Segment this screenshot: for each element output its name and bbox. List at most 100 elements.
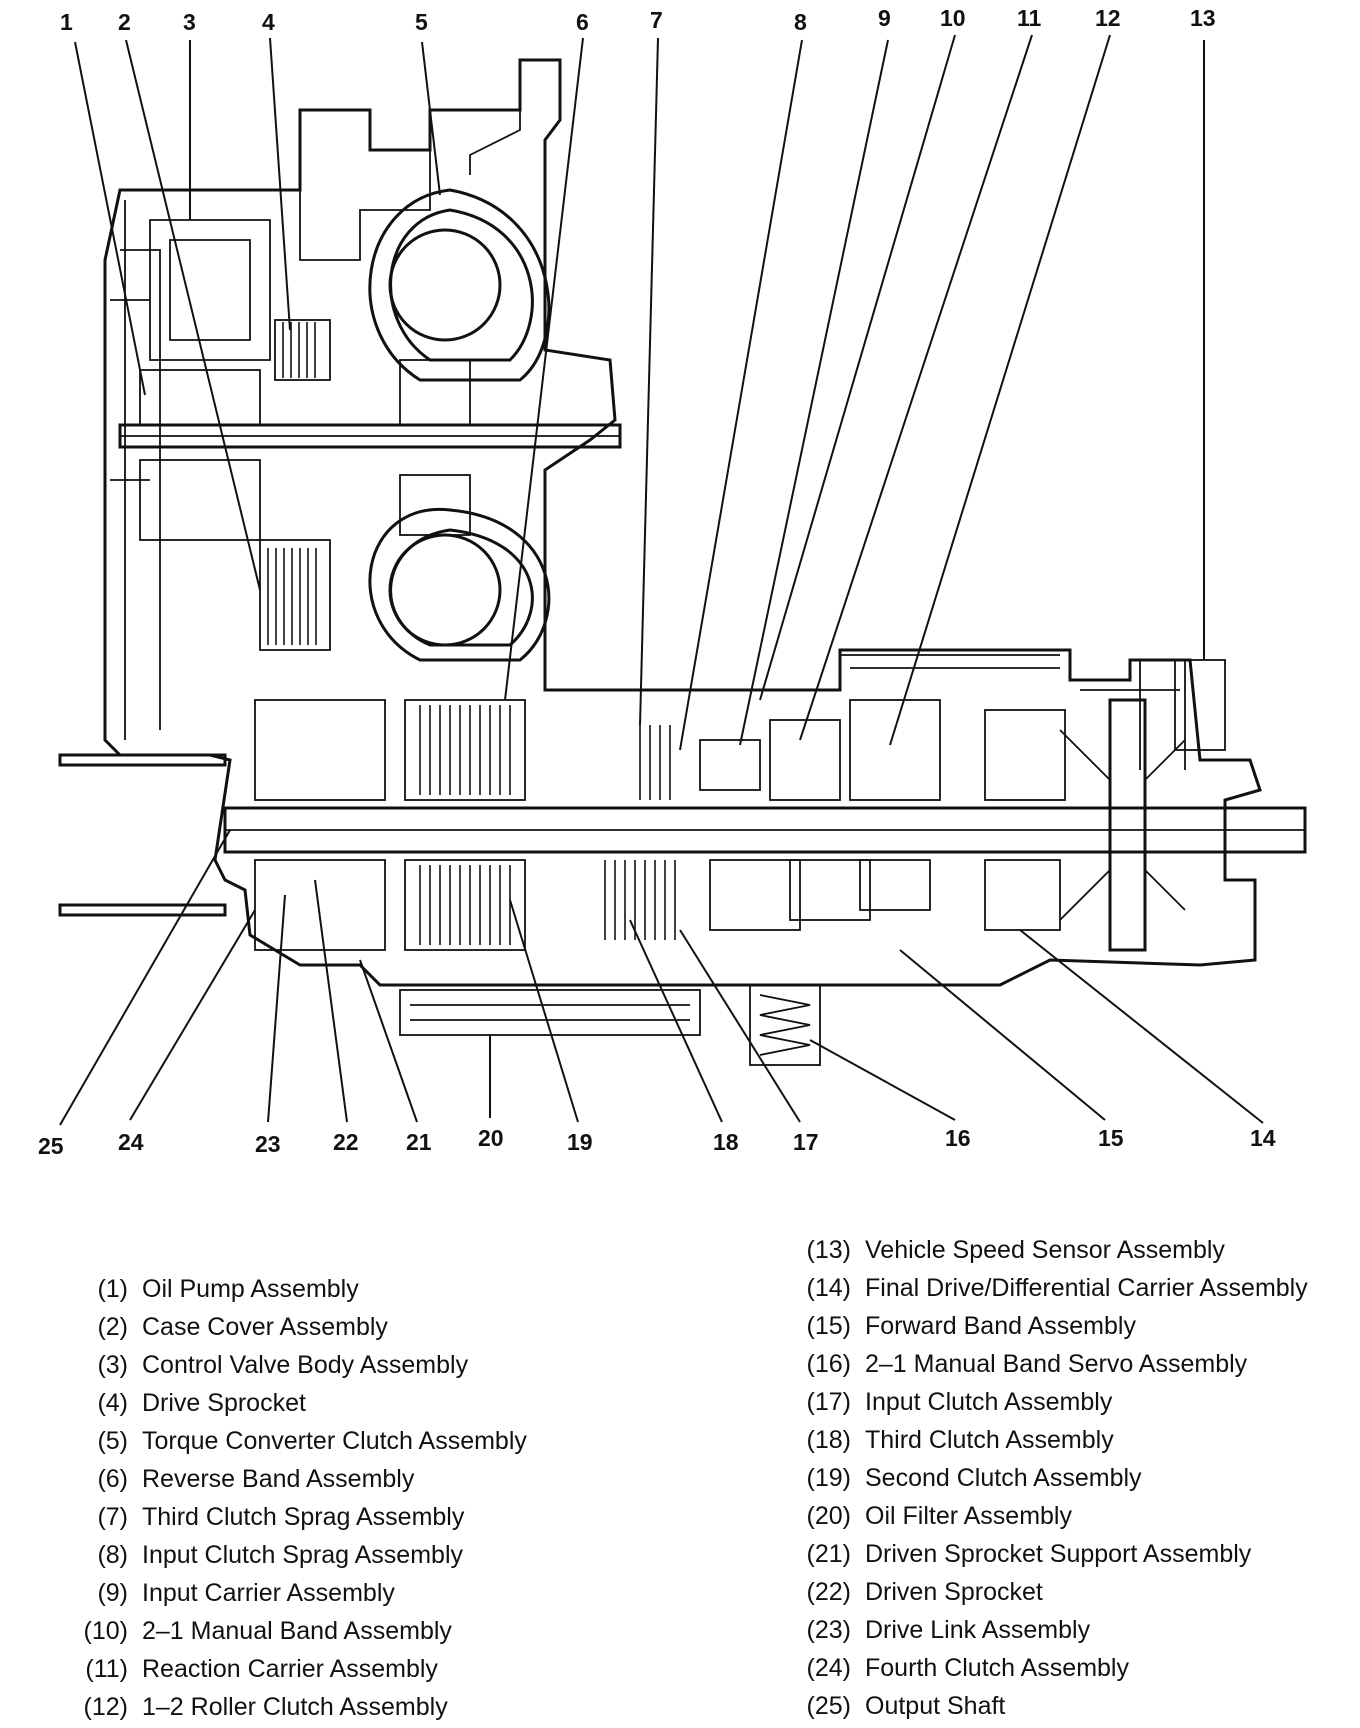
- output-shaft: [58, 753, 1307, 917]
- callout-21: 21: [406, 1129, 432, 1155]
- legend-item: (11) Reaction Carrier Assembly: [70, 1650, 527, 1688]
- legend-number: (15): [806, 1312, 851, 1340]
- legend-label: Oil Pump Assembly: [142, 1275, 359, 1303]
- legend-number: (10): [83, 1617, 128, 1645]
- legend-label: Drive Sprocket: [142, 1389, 306, 1417]
- legend-item: (17)Input Clutch Assembly: [793, 1383, 1308, 1421]
- callout-8: 8: [794, 9, 807, 35]
- legend-number: (1): [97, 1275, 128, 1303]
- callout-5: 5: [415, 9, 428, 35]
- legend-label: Third Clutch Assembly: [865, 1426, 1114, 1454]
- callout-9: 9: [878, 5, 891, 31]
- callout-23: 23: [255, 1131, 281, 1157]
- legend-number: (6): [97, 1465, 128, 1493]
- legend-item: (6) Reverse Band Assembly: [70, 1460, 527, 1498]
- legend-number: (5): [97, 1427, 128, 1455]
- legend-item: (22) Driven Sprocket: [793, 1573, 1308, 1611]
- legend-label: Forward Band Assembly: [865, 1312, 1136, 1340]
- legend-item: (3)Control Valve Body Assembly: [70, 1346, 527, 1384]
- legend-item: (25) Output Shaft: [793, 1687, 1308, 1725]
- callout-14: 14: [1250, 1125, 1276, 1151]
- torque-converter: [368, 188, 551, 662]
- callout-15: 15: [1098, 1125, 1124, 1151]
- leader-lines: [59, 34, 1264, 1126]
- legend-number: (12): [83, 1693, 128, 1721]
- callout-4: 4: [262, 9, 275, 35]
- legend-number: (24): [806, 1654, 851, 1682]
- legend-item: (8) Input Clutch Sprag Assembly: [70, 1536, 527, 1574]
- callout-12: 12: [1095, 5, 1121, 31]
- gear-train: [254, 659, 1226, 952]
- legend-item: (12) 1–2 Roller Clutch Assembly: [70, 1688, 527, 1726]
- legend-item: (20)Oil Filter Assembly: [793, 1497, 1308, 1535]
- legend-number: (4): [97, 1389, 128, 1417]
- drive-sprocket-clutch-packs: [139, 319, 331, 651]
- legend-number: (20): [806, 1502, 851, 1530]
- transaxle-case: [103, 58, 1262, 987]
- legend-item: (18) Third Clutch Assembly: [793, 1421, 1308, 1459]
- legend-label: Driven Sprocket Support Assembly: [865, 1540, 1252, 1568]
- legend-item: (15) Forward Band Assembly: [793, 1307, 1308, 1345]
- legend-item: (9)Input Carrier Assembly: [70, 1574, 527, 1612]
- callout-25: 25: [38, 1133, 64, 1159]
- callout-1: 1: [60, 9, 73, 35]
- legend-item: (13) Vehicle Speed Sensor Assembly: [793, 1231, 1308, 1269]
- legend-label: Control Valve Body Assembly: [142, 1351, 469, 1379]
- legend-label: Fourth Clutch Assembly: [865, 1654, 1129, 1682]
- legend-number: (8): [97, 1541, 128, 1569]
- legend-label: Reaction Carrier Assembly: [142, 1655, 438, 1683]
- callout-7: 7: [650, 7, 663, 33]
- legend-item: (23)Drive Link Assembly: [793, 1611, 1308, 1649]
- legend-label: Third Clutch Sprag Assembly: [142, 1503, 465, 1531]
- legend-number: (2): [97, 1313, 128, 1341]
- legend-label: Second Clutch Assembly: [865, 1464, 1142, 1492]
- legend-item: (7) Third Clutch Sprag Assembly: [70, 1498, 527, 1536]
- legend-label: Reverse Band Assembly: [142, 1465, 415, 1493]
- input-shaft: [118, 423, 622, 449]
- callout-18: 18: [713, 1129, 739, 1155]
- legend-number: (11): [85, 1655, 128, 1683]
- legend-label: Output Shaft: [865, 1692, 1006, 1720]
- legend-number: (18): [806, 1426, 851, 1454]
- legend-item: (5) Torque Converter Clutch Assembly: [70, 1422, 527, 1460]
- legend-item: (4) Drive Sprocket: [70, 1384, 527, 1422]
- callout-3: 3: [183, 9, 196, 35]
- callout-11: 11: [1017, 5, 1042, 31]
- legend-label: Driven Sprocket: [865, 1578, 1043, 1606]
- legend-number: (25): [806, 1692, 851, 1720]
- legend-item: (14) Final Drive/Differential Carrier Ass…: [793, 1269, 1308, 1307]
- callout-16: 16: [945, 1125, 971, 1151]
- legend-item: (16) 2–1 Manual Band Servo Assembly: [793, 1345, 1308, 1383]
- legend-left-column: (1) Oil Pump Assembly (2) Case Cover Assem…: [70, 1270, 527, 1726]
- legend-number: (21): [806, 1540, 851, 1568]
- legend-label: Input Clutch Sprag Assembly: [142, 1541, 463, 1569]
- legend-label: Input Carrier Assembly: [142, 1579, 395, 1607]
- legend-item: (24) Fourth Clutch Assembly: [793, 1649, 1308, 1687]
- legend-number: (16): [806, 1350, 851, 1378]
- legend-label: 2–1 Manual Band Servo Assembly: [865, 1350, 1248, 1378]
- callout-2: 2: [118, 9, 131, 35]
- oil-filter-and-servo: [399, 984, 821, 1066]
- callout-6: 6: [576, 9, 589, 35]
- legend-label: Vehicle Speed Sensor Assembly: [865, 1236, 1225, 1264]
- legend-label: 1–2 Roller Clutch Assembly: [142, 1693, 448, 1721]
- legend-number: (22): [806, 1578, 851, 1606]
- legend-label: Torque Converter Clutch Assembly: [142, 1427, 527, 1455]
- legend-label: 2–1 Manual Band Assembly: [142, 1617, 452, 1645]
- legend-item: (19)Second Clutch Assembly: [793, 1459, 1308, 1497]
- callout-numbers: 1 2 3 4 5 6 7 8 9 10 11 12 13 14 15 16 1…: [38, 5, 1276, 1159]
- callout-17: 17: [793, 1129, 819, 1155]
- legend-number: (14): [806, 1274, 851, 1302]
- legend-item: (2) Case Cover Assembly: [70, 1308, 527, 1346]
- legend-right-column: (13) Vehicle Speed Sensor Assembly (14) Fi…: [793, 1231, 1308, 1725]
- legend-item: (21) Driven Sprocket Support Assembly: [793, 1535, 1308, 1573]
- callout-20: 20: [478, 1125, 504, 1151]
- legend-item: (10) 2–1 Manual Band Assembly: [70, 1612, 527, 1650]
- legend-number: (13): [806, 1236, 851, 1264]
- legend-number: (17): [806, 1388, 851, 1416]
- callout-24: 24: [118, 1129, 144, 1155]
- legend-number: (7): [97, 1503, 128, 1531]
- legend-label: Final Drive/Differential Carrier Assembl…: [865, 1274, 1308, 1302]
- legend-label: Case Cover Assembly: [142, 1313, 388, 1341]
